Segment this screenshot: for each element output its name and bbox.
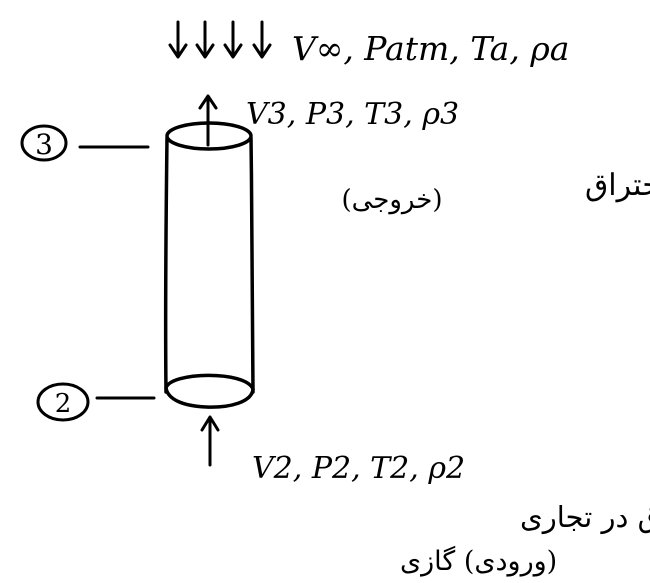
outlet-conditions-label: V3, P3, T3, ρ3 (246, 97, 459, 132)
station-3-marker (20, 124, 150, 162)
outlet-gas-description: گازهای حاصل احتراق (585, 168, 650, 203)
inlet-arrow (200, 415, 220, 467)
outlet-direction-note: (خروجی) (341, 185, 442, 215)
station-2-number: 2 (55, 389, 72, 419)
station-2-marker (36, 382, 156, 422)
free-stream-label: V∞, Patm, Ta, ρa (292, 29, 569, 68)
free-stream-arrows (168, 20, 272, 59)
chimney-cylinder (163, 121, 255, 409)
outlet-arrow (198, 94, 218, 147)
station-3-number: 3 (35, 128, 53, 161)
inlet-gas-description: گازهای حاصل احتراق در تجاری (520, 500, 650, 535)
inlet-direction-note: (ورودی) گازی (400, 545, 557, 577)
inlet-conditions-label: V2, P2, T2, ρ2 (252, 451, 465, 486)
